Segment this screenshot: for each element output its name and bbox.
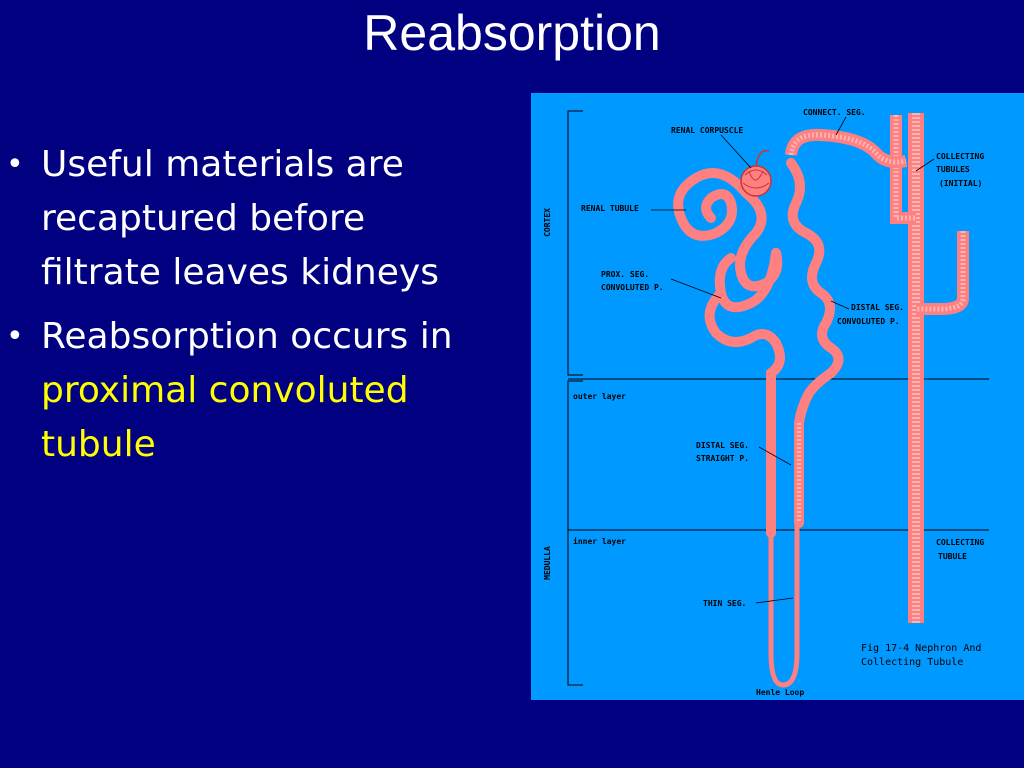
label-thin-seg: THIN SEG. bbox=[703, 599, 746, 608]
label-outer-layer: outer layer bbox=[573, 392, 626, 401]
henle-loop bbox=[768, 523, 800, 688]
connecting-segment bbox=[785, 128, 908, 168]
label-prox-seg: PROX. SEG. bbox=[601, 270, 649, 279]
label-medulla: MEDULLA bbox=[543, 546, 552, 580]
label-prox-seg: CONVOLUTED P. bbox=[601, 283, 664, 292]
label-henle-loop: Henle Loop bbox=[756, 688, 804, 697]
label-collecting-tubules: COLLECTING bbox=[936, 152, 984, 161]
distal-tubule bbox=[786, 158, 844, 528]
label-distal-convoluted: DISTAL SEG. bbox=[851, 303, 904, 312]
label-renal-corpuscle: RENAL CORPUSCLE bbox=[671, 126, 743, 135]
proximal-convoluted-tubule bbox=[673, 168, 785, 538]
highlighted-term: proximal convoluted tubule bbox=[41, 370, 409, 465]
collecting-tubules bbox=[890, 113, 969, 623]
nephron-diagram: CONNECT. SEG. RENAL CORPUSCLE COLLECTING… bbox=[543, 108, 989, 697]
figure-caption: Fig 17-4 Nephron And bbox=[861, 643, 981, 654]
bullet-dot: • bbox=[6, 319, 24, 354]
label-distal-convoluted: CONVOLUTED P. bbox=[837, 317, 900, 326]
bullet-text-2: Reabsorption occurs in bbox=[41, 316, 453, 357]
bullet-item-2: • Reabsorption occurs in proximal convol… bbox=[0, 310, 480, 472]
bullet-list: • Useful materials are recaptured before… bbox=[0, 138, 480, 482]
label-collecting-tubule: TUBULE bbox=[938, 552, 967, 561]
label-collecting-tubules: (INITIAL) bbox=[939, 179, 982, 188]
zone-lines bbox=[567, 110, 989, 686]
label-connect-seg: CONNECT. SEG. bbox=[803, 108, 866, 117]
label-distal-straight: STRAIGHT P. bbox=[696, 454, 749, 463]
label-collecting-tubules: TUBULES bbox=[936, 165, 970, 174]
bullet-item-1: • Useful materials are recaptured before… bbox=[0, 138, 480, 300]
slide-title: Reabsorption bbox=[363, 5, 661, 61]
renal-corpuscle bbox=[740, 149, 772, 197]
medulla-bracket bbox=[567, 380, 583, 686]
bullet-text-1: Useful materials are recaptured before f… bbox=[41, 144, 439, 293]
nephron-figure: CONNECT. SEG. RENAL CORPUSCLE COLLECTING… bbox=[531, 93, 1024, 700]
cortex-bracket bbox=[567, 110, 583, 376]
label-inner-layer: inner layer bbox=[573, 536, 626, 546]
leader-lines bbox=[651, 116, 935, 604]
label-distal-straight: DISTAL SEG. bbox=[696, 441, 749, 450]
figure-caption: Collecting Tubule bbox=[861, 657, 963, 668]
bullet-dot: • bbox=[6, 147, 24, 182]
label-cortex: CORTEX bbox=[543, 208, 552, 237]
label-renal-tubule: RENAL TUBULE bbox=[581, 204, 639, 213]
label-collecting-tubule: COLLECTING bbox=[936, 538, 984, 547]
